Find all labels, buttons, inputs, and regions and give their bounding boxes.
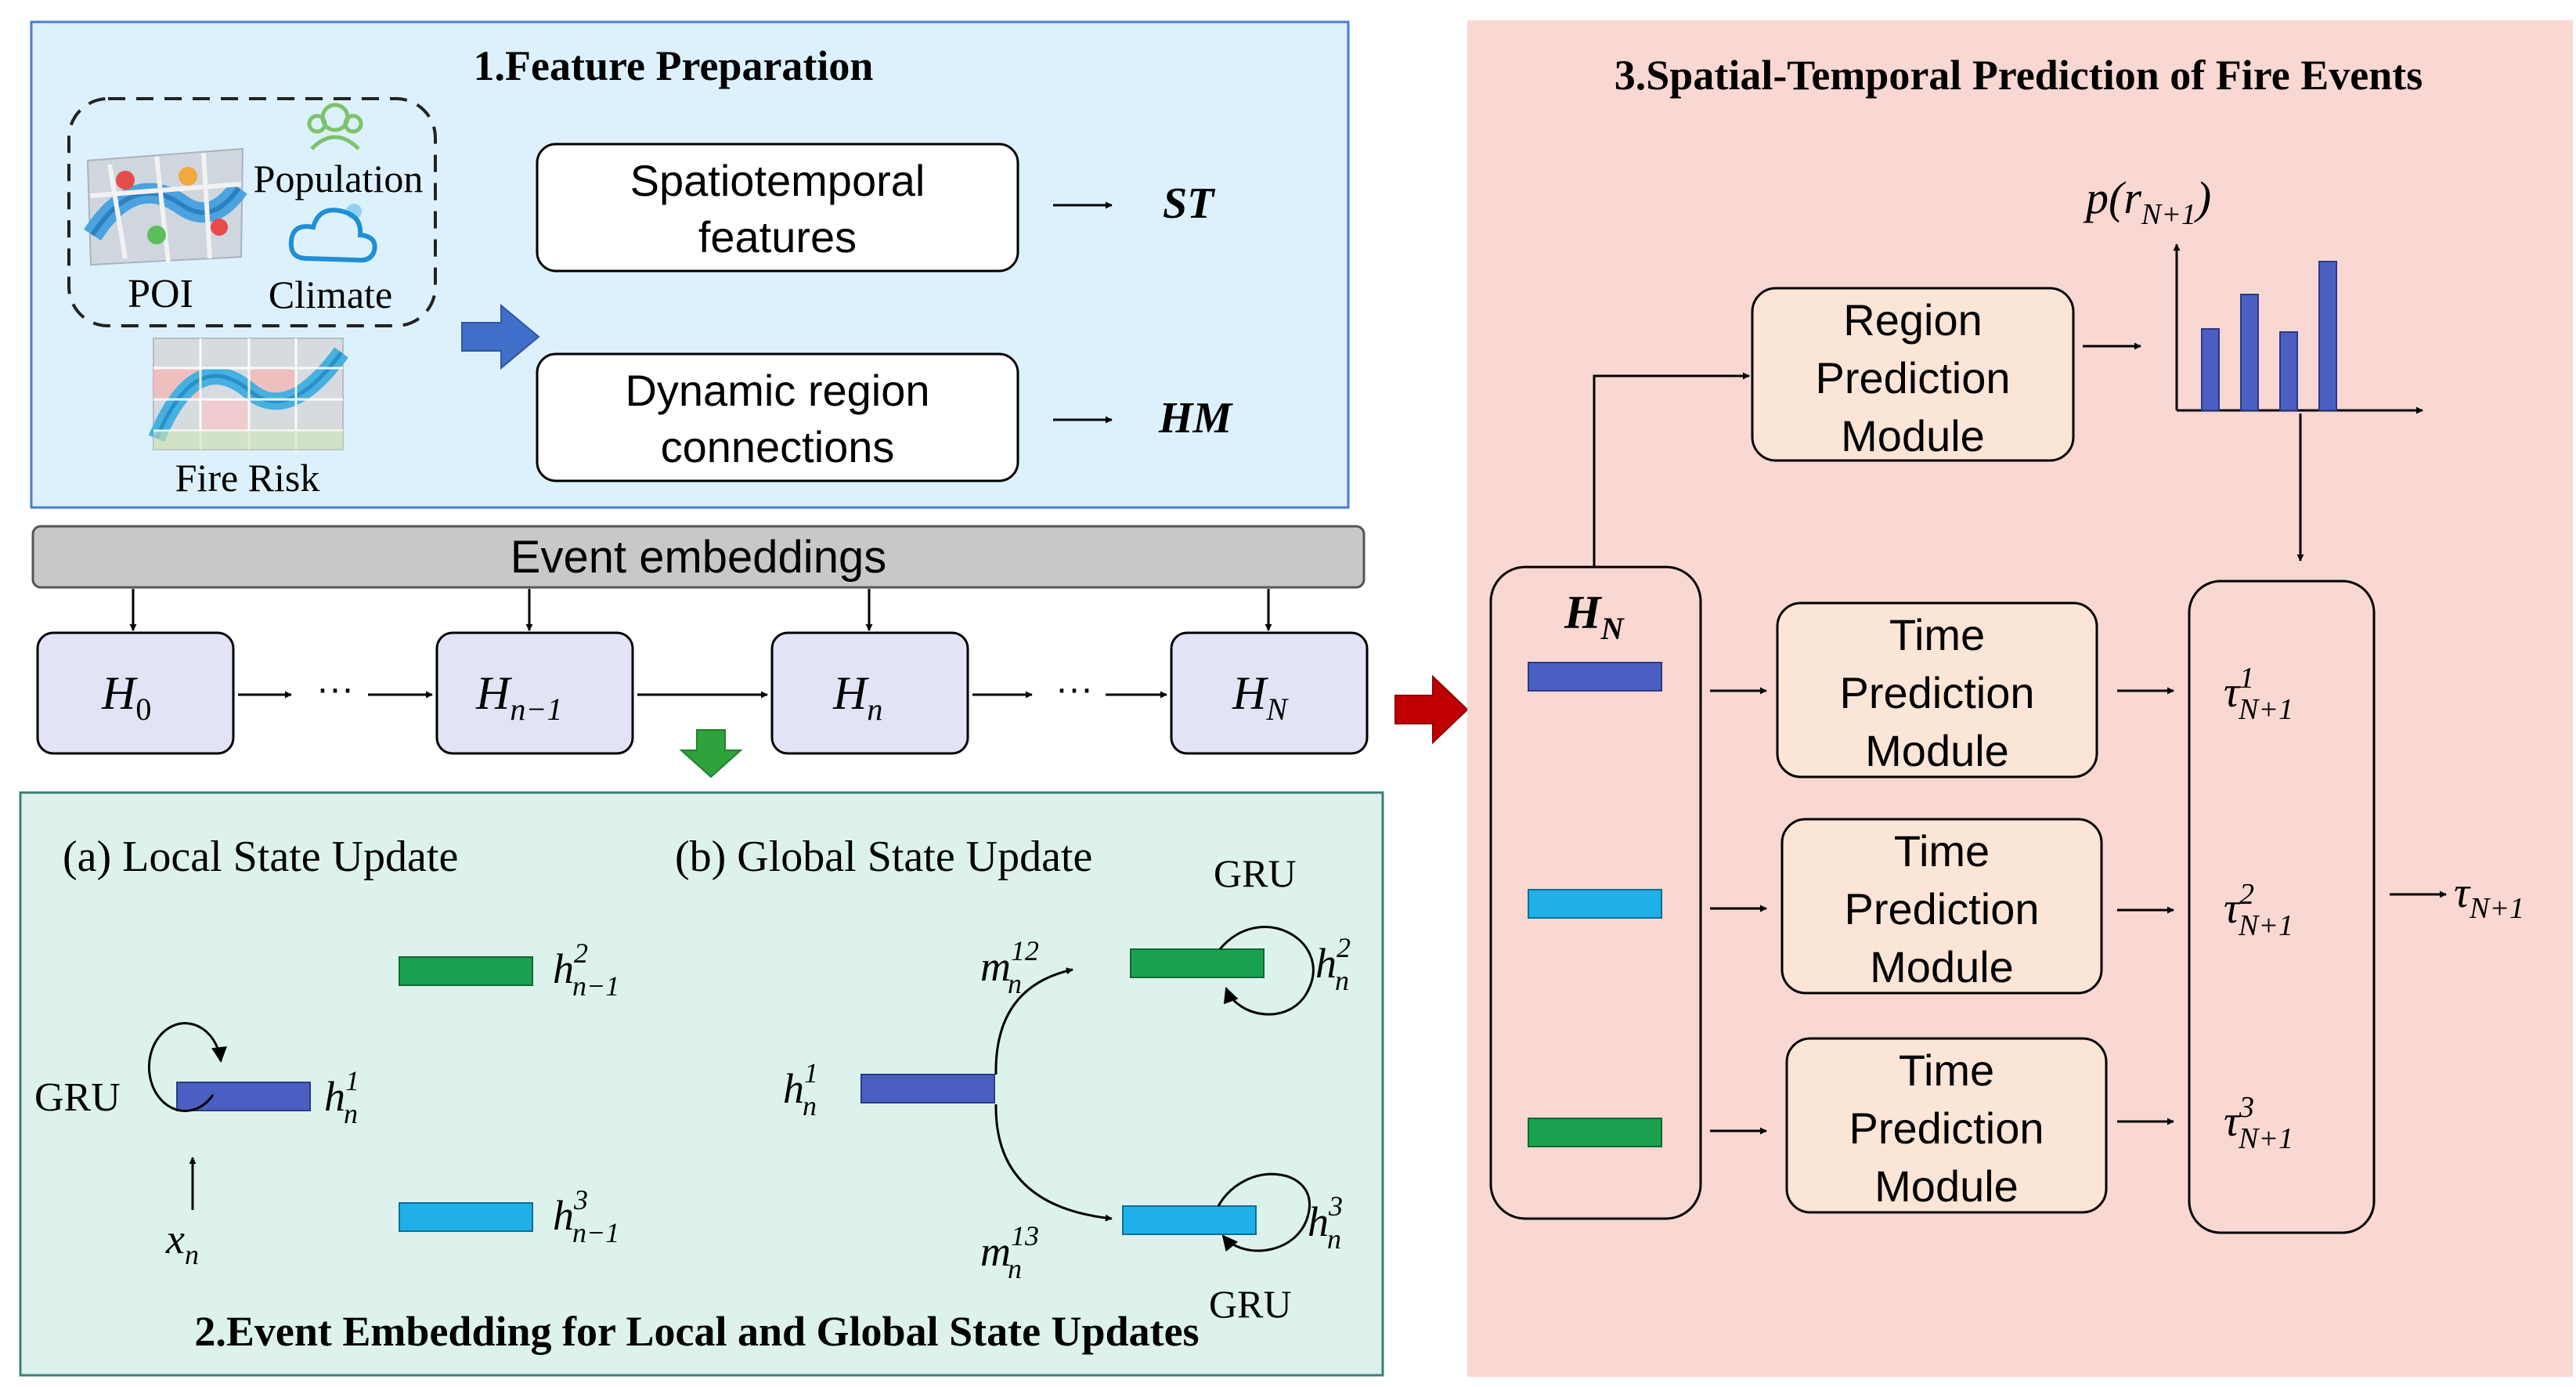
local-gru-label: GRU: [34, 1075, 121, 1120]
state-hn-minus-1: Hn−1: [475, 667, 562, 727]
local-h3-bar: [399, 1202, 533, 1232]
poi-map-icon: [84, 147, 247, 266]
region-probability-chart: [2173, 244, 2423, 414]
event-embeddings-bar: [31, 525, 1366, 589]
population-label: Population: [254, 157, 424, 200]
time3-line2: Prediction: [1849, 1103, 2044, 1153]
global-h2-bar: [1130, 948, 1265, 978]
population-icon: [307, 103, 363, 150]
time1-line2: Prediction: [1839, 668, 2034, 717]
fire-risk-label: Fire Risk: [175, 456, 320, 500]
time2-line2: Prediction: [1844, 884, 2039, 934]
time-prediction-module-2: [1780, 818, 2103, 995]
time3-line3: Module: [1874, 1161, 2019, 1211]
dynamic-region-connections-box: [536, 352, 1019, 482]
ellipsis-2: ···: [1055, 668, 1093, 710]
state-box-hn: [770, 631, 969, 755]
blue-block-arrow: [461, 303, 540, 370]
state-hN: HN: [1232, 667, 1289, 727]
region-module-line1: Region: [1843, 295, 1982, 345]
climate-label: Climate: [269, 273, 392, 316]
local-h2-bar: [399, 956, 533, 986]
fire-risk-map-icon: [148, 338, 348, 450]
state-box-hn-minus-1: [435, 631, 634, 755]
global-gru-label-bottom: GRU: [1209, 1282, 1292, 1326]
data-sources-group: [67, 97, 437, 327]
message-arrow-13: [994, 1103, 1113, 1222]
green-block-arrow: [679, 729, 743, 778]
hN-blue-bar: [1528, 662, 1662, 692]
time1-line3: Module: [1865, 726, 2009, 775]
spatiotemporal-features-box: [536, 143, 1019, 273]
global-gru-label-top: GRU: [1214, 851, 1297, 895]
local-state-update-title: (a) Local State Update: [63, 833, 458, 881]
time2-line1: Time: [1894, 826, 1990, 876]
red-block-arrow: [1394, 674, 1469, 745]
global-gru-loop-bottom: [1217, 1172, 1311, 1252]
hN-column-label: HN: [1564, 587, 1625, 646]
global-state-update-title: (b) Global State Update: [675, 833, 1092, 881]
state-hn: Hn: [832, 667, 882, 727]
spatiotemporal-line1: Spatiotemporal: [630, 156, 925, 205]
region-prediction-module: [1751, 287, 2075, 462]
message-arrow-12: [994, 967, 1073, 1075]
hN-green-bar: [1528, 1118, 1662, 1147]
hm-symbol: HM: [1158, 394, 1234, 442]
prob-label: p(rN+1): [2083, 172, 2211, 231]
local-gru-loop: [147, 1022, 227, 1113]
region-module-line2: Prediction: [1815, 353, 2010, 403]
prob-bar-2: [2240, 294, 2259, 411]
time-prediction-module-1: [1776, 601, 2098, 778]
st-symbol: ST: [1163, 179, 1216, 228]
state-box-h0: [36, 631, 235, 755]
prob-bar-1: [2201, 328, 2220, 411]
tau-output-label: τN+1: [2454, 869, 2524, 925]
global-h1-bar: [860, 1074, 995, 1103]
time3-line1: Time: [1899, 1046, 1994, 1095]
ellipsis-1: ···: [316, 668, 354, 710]
event-embeddings-label: Event embeddings: [511, 532, 886, 583]
time1-line1: Time: [1889, 610, 1985, 659]
time-prediction-module-3: [1785, 1037, 2108, 1214]
state-h0: H0: [101, 667, 151, 727]
prob-bar-4: [2318, 261, 2337, 411]
local-x-label: xn: [165, 1215, 199, 1270]
feature-preparation-title: 1.Feature Preparation: [474, 42, 874, 89]
local-h1-bar: [176, 1082, 311, 1111]
global-gru-loop-top: [1218, 926, 1315, 1016]
dynamic-region-line2: connections: [661, 422, 895, 471]
poi-label: POI: [128, 272, 193, 316]
global-h3-bar: [1122, 1205, 1257, 1235]
region-module-line3: Module: [1841, 411, 1985, 461]
spatiotemporal-line2: features: [698, 212, 857, 262]
time2-line3: Module: [1870, 942, 2014, 991]
tau-column: [2188, 580, 2376, 1234]
hN-cyan-bar: [1528, 889, 1662, 919]
hN-to-region-arrow: [1593, 372, 1750, 567]
state-box-hN: [1170, 631, 1369, 755]
climate-cloud-icon: [288, 204, 377, 263]
event-embedding-title: 2.Event Embedding for Local and Global S…: [194, 1308, 1199, 1355]
prob-bar-3: [2279, 331, 2298, 411]
dynamic-region-line1: Dynamic region: [625, 366, 929, 415]
prediction-title: 3.Spatial-Temporal Prediction of Fire Ev…: [1615, 52, 2423, 99]
